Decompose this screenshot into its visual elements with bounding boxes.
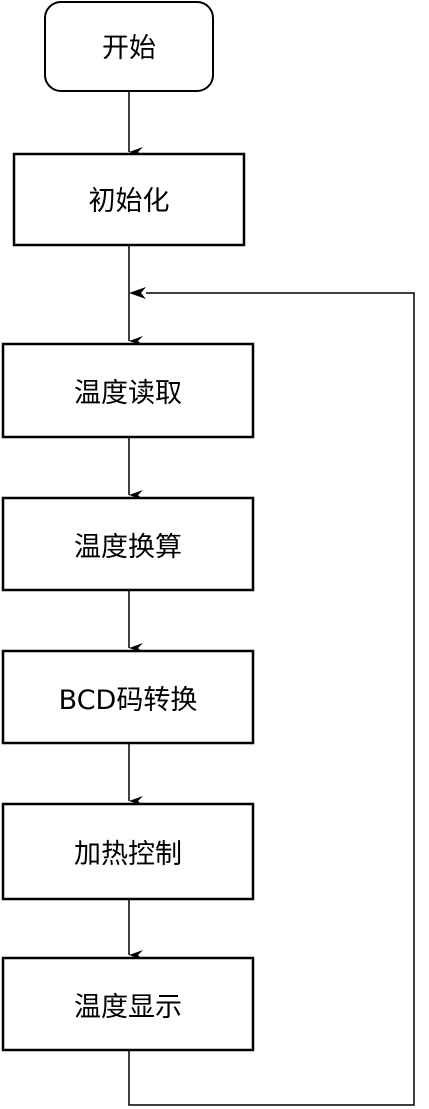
node-heat-control: 加热控制 — [1, 802, 255, 901]
node-bcd-convert: BCD码转换 — [1, 649, 255, 745]
node-temp-read: 温度读取 — [1, 342, 255, 439]
node-temp-convert: 温度换算 — [1, 496, 255, 592]
node-temp-display: 温度显示 — [1, 956, 255, 1052]
node-temp-read-box — [1, 342, 255, 439]
node-heat-control-label: 加热控制 — [74, 839, 182, 870]
node-temp-read-label: 温度读取 — [74, 378, 182, 409]
node-init-label: 初始化 — [89, 186, 170, 217]
edge-loop-back — [128, 292, 415, 1106]
node-bcd-convert-box — [1, 649, 255, 745]
node-start-label: 开始 — [102, 33, 156, 64]
node-init-box — [12, 152, 246, 247]
node-bcd-convert-label: BCD码转换 — [59, 685, 198, 716]
node-temp-display-label: 温度显示 — [74, 992, 182, 1023]
node-temp-convert-label: 温度换算 — [74, 532, 182, 563]
node-temp-convert-box — [1, 496, 255, 592]
node-start: 开始 — [44, 1, 214, 92]
loop-arrowhead — [129, 287, 146, 299]
node-init: 初始化 — [12, 152, 246, 247]
node-heat-control-box — [1, 802, 255, 901]
node-temp-display-box — [1, 956, 255, 1052]
